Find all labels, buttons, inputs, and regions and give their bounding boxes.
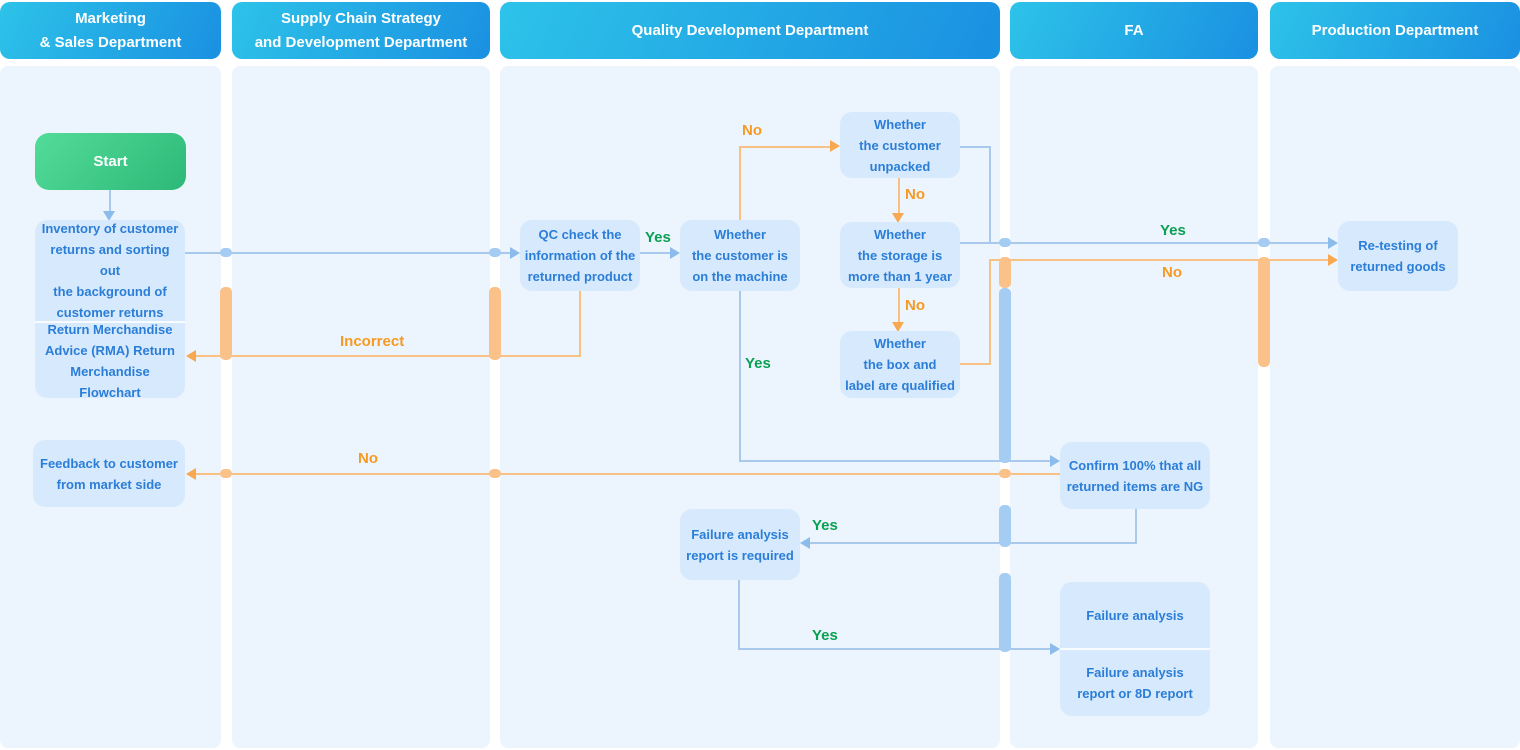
edge-start-inventory [109,190,111,212]
lane-gap-bridge [999,505,1011,547]
node-retest[interactable]: Re-testing of returned goods [1338,221,1458,291]
node-qc-check[interactable]: QC check the information of the returned… [520,220,640,291]
lane-gap-bridge [220,469,232,478]
edge-report-failure [738,580,740,649]
lane-gap-bridge [999,257,1011,288]
edge-label-incorrect: Incorrect [340,333,405,350]
lane-header-quality[interactable]: Quality Development Department [500,2,1000,59]
lane-header-marketing[interactable]: Marketing & Sales Department [0,2,221,59]
edge-unpacked-storage [898,178,900,214]
lane-header-fa[interactable]: FA [1010,2,1258,59]
arrow-down-icon [892,213,904,223]
edge-label-yes: Yes [1160,222,1186,239]
edge-qc-rma [196,355,581,357]
node-on-machine[interactable]: Whether the customer is on the machine [680,220,800,291]
edge-inventory-qc [185,252,510,254]
node-inventory[interactable]: Inventory of customer returns and sortin… [41,221,179,320]
node-failure-analysis[interactable]: Failure analysis [1086,607,1184,623]
edge-label-no: No [1162,264,1182,281]
arrow-left-icon [800,537,810,549]
node-divider [35,321,185,323]
node-failure-report[interactable]: Failure analysis report or 8D report [1077,665,1193,701]
node-box-label[interactable]: Whether the box and label are qualified [840,331,960,398]
edge-storage-boxlabel [898,288,900,323]
lane-gap-bridge [489,287,501,360]
arrow-left-icon [186,468,196,480]
node-confirm-ng[interactable]: Confirm 100% that all returned items are… [1060,442,1210,509]
arrow-right-icon [1328,254,1338,266]
lane-header-production[interactable]: Production Department [1270,2,1520,59]
edge-machine-confirm [739,291,741,461]
edge-qc-machine [640,252,670,254]
edge-unpacked-join [960,146,991,148]
arrow-left-icon [186,350,196,362]
node-report-required[interactable]: Failure analysis report is required [680,509,800,580]
lane-gap-bridge [489,469,501,478]
lane-gap-bridge [999,573,1011,652]
edge-label-yes: Yes [812,517,838,534]
lane-gap-bridge [999,288,1011,463]
edge-label-yes: Yes [745,355,771,372]
arrow-down-icon [892,322,904,332]
lane-body-quality [500,66,1000,748]
node-failure-group[interactable]: Failure analysis Failure analysis report… [1060,582,1210,716]
edge-storage-retest [960,242,1328,244]
lane-body-supply [232,66,490,748]
lane-gap-bridge [220,287,232,360]
edge-confirm-feedback [196,473,1060,475]
arrow-right-icon [510,247,520,259]
edge-confirm-report [1135,509,1137,543]
edge-label-no: No [358,450,378,467]
node-rma[interactable]: Return Merchandise Advice (RMA) Return M… [44,321,175,399]
edge-boxlabel-retest [989,259,1328,261]
node-inventory-rma-group[interactable]: Inventory of customer returns and sortin… [35,220,185,398]
arrow-right-icon [830,140,840,152]
arrow-right-icon [670,247,680,259]
lane-header-supply[interactable]: Supply Chain Strategy and Development De… [232,2,490,59]
edge-machine-confirm [739,460,1050,462]
node-start[interactable]: Start [35,133,186,190]
edge-label-no: No [905,297,925,314]
edge-boxlabel-retest [989,260,991,365]
lane-body-production [1270,66,1520,748]
edge-label-no: No [742,122,762,139]
arrow-right-icon [1328,237,1338,249]
node-divider [1060,648,1210,650]
node-unpacked[interactable]: Whether the customer unpacked [840,112,960,178]
edge-machine-unpacked [739,146,830,148]
lane-gap-bridge [220,248,232,257]
edge-machine-unpacked [739,147,741,220]
edge-report-failure [738,648,1050,650]
lane-gap-bridge [999,469,1011,478]
node-feedback[interactable]: Feedback to customer from market side [33,440,185,507]
node-storage[interactable]: Whether the storage is more than 1 year [840,222,960,288]
arrow-right-icon [1050,643,1060,655]
edge-label-no: No [905,186,925,203]
edge-qc-rma [579,291,581,356]
edge-confirm-report [810,542,1137,544]
edge-unpacked-join [989,146,991,244]
edge-label-yes: Yes [812,627,838,644]
arrow-down-icon [103,211,115,221]
edge-boxlabel-retest [960,363,991,365]
arrow-right-icon [1050,455,1060,467]
edge-label-yes: Yes [645,229,671,246]
lane-gap-bridge [1258,238,1270,247]
lane-gap-bridge [1258,257,1270,367]
lane-gap-bridge [489,248,501,257]
lane-gap-bridge [999,238,1011,247]
